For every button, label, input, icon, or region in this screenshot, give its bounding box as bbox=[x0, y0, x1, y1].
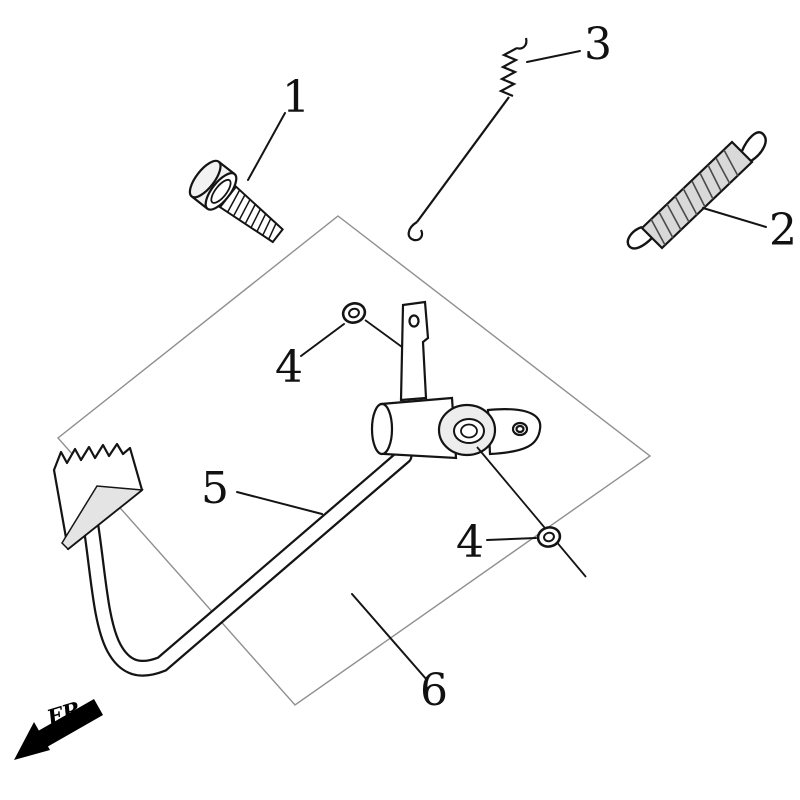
part-pivot-bolt bbox=[188, 159, 284, 244]
front-arrow-shaft bbox=[38, 699, 103, 747]
bolt-head-top-edge bbox=[218, 160, 236, 175]
spring-long-top-hook bbox=[516, 37, 528, 50]
part-washer-upper bbox=[341, 302, 367, 324]
pedal-lug-hole-inner bbox=[515, 424, 525, 434]
spring-large-body bbox=[640, 140, 754, 250]
pedal-pivot-sleeve-end bbox=[370, 402, 394, 456]
spring-large-bottom-hook bbox=[626, 225, 653, 250]
connector-line-washer-bracket bbox=[364, 319, 403, 348]
spring-long-end-hook bbox=[407, 221, 424, 242]
spring-long-wire bbox=[416, 96, 510, 223]
callout-3: 3 bbox=[584, 19, 612, 70]
leader-line-6 bbox=[351, 593, 428, 681]
bolt-threads bbox=[227, 190, 277, 240]
assembly-plane-outline bbox=[56, 215, 652, 706]
leader-line-4b bbox=[486, 537, 537, 541]
callout-4b: 4 bbox=[456, 517, 484, 568]
part-spring-large bbox=[626, 131, 767, 250]
part-brake-pedal bbox=[52, 300, 542, 677]
pedal-bracket-tab bbox=[399, 300, 430, 402]
leader-line-2 bbox=[702, 207, 767, 228]
leader-line-5 bbox=[236, 491, 323, 515]
bolt-head-inner-ring bbox=[210, 178, 232, 204]
leader-line-4a bbox=[300, 323, 345, 357]
part-spring-long bbox=[407, 37, 528, 242]
callout-2: 2 bbox=[769, 205, 797, 256]
pedal-foot-pad-face bbox=[61, 485, 144, 551]
pedal-bracket-hole bbox=[408, 314, 420, 328]
front-direction-marker: FR. bbox=[14, 695, 103, 760]
spring-long-coils bbox=[498, 47, 519, 98]
part-washer-lower bbox=[536, 526, 562, 548]
callout-1: 1 bbox=[282, 72, 310, 123]
bolt-head-bottom-edge bbox=[190, 195, 209, 210]
pedal-arm-fill bbox=[83, 449, 411, 675]
pedal-pivot-bore bbox=[460, 423, 478, 439]
callout-5: 5 bbox=[201, 463, 229, 514]
connector-line-boss-washer bbox=[476, 446, 587, 578]
spring-large-top-hook bbox=[740, 131, 767, 163]
front-direction-label: FR. bbox=[43, 695, 91, 732]
callout-4a: 4 bbox=[275, 342, 303, 393]
bolt-head-back-rim bbox=[188, 159, 222, 199]
callout-6: 6 bbox=[420, 665, 448, 716]
spring-large-coil-lines bbox=[650, 149, 739, 246]
leader-line-3 bbox=[526, 50, 581, 63]
bolt-shaft bbox=[218, 185, 284, 244]
leader-line-1 bbox=[247, 112, 286, 181]
front-arrow-icon bbox=[14, 722, 50, 760]
